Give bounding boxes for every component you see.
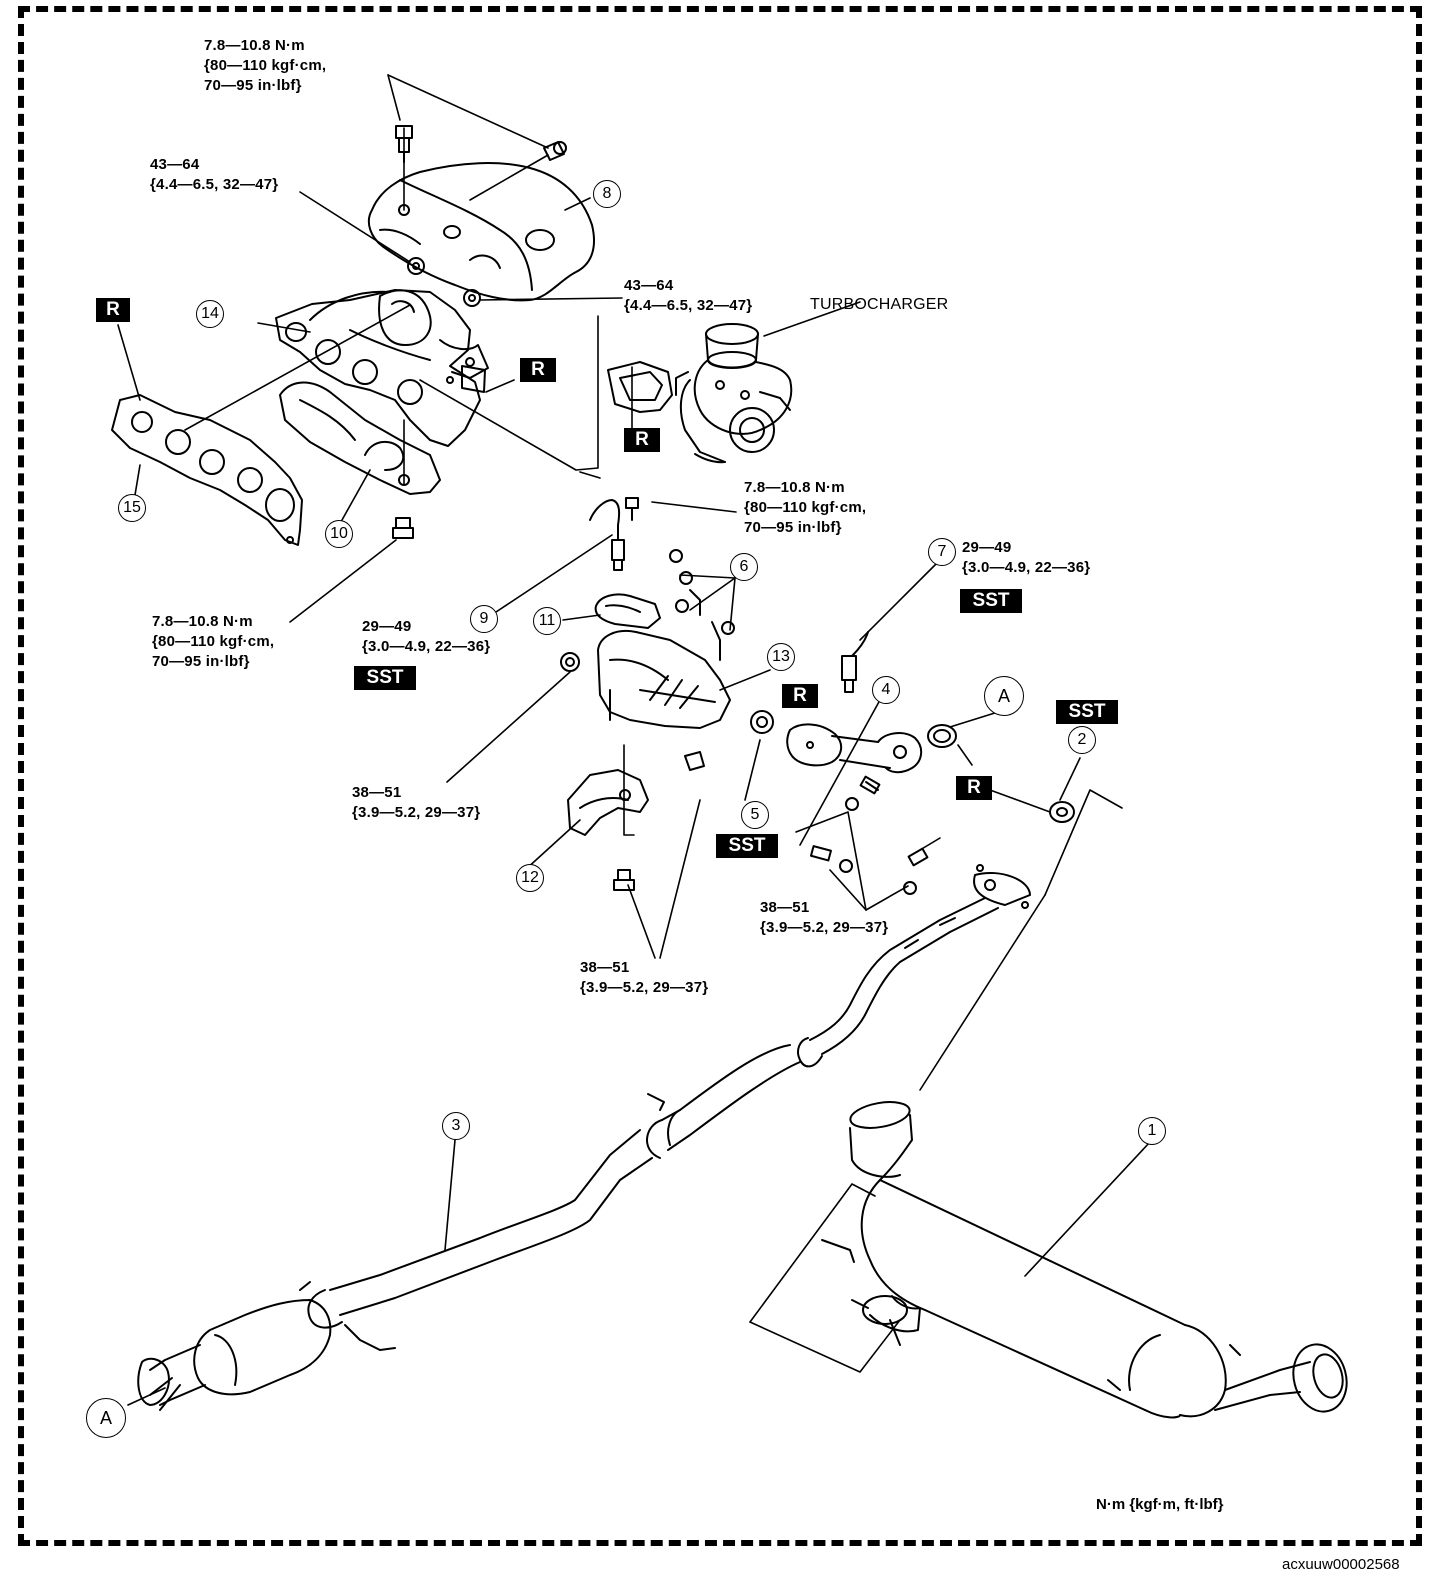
oxygen-sensor-9 <box>589 499 625 571</box>
gasket-15 <box>111 394 303 546</box>
callout-11: 11 <box>533 607 561 635</box>
sst-badge-gasket-5: SST <box>716 834 778 858</box>
turbocharger-label: TURBOCHARGER <box>810 296 949 313</box>
sst-badge-o2-sensor-7: SST <box>960 589 1022 613</box>
sst-badge-o2-sensor-9: SST <box>354 666 416 690</box>
callout-7: 7 <box>928 538 956 566</box>
middle-pipe-3 <box>299 864 1031 1351</box>
callout-9: 9 <box>470 605 498 633</box>
callout-5: 5 <box>741 801 769 829</box>
replace-badge-manifold-gasket: R <box>520 358 556 382</box>
callout-4: 4 <box>872 676 900 704</box>
bolt-9 <box>625 497 639 521</box>
bolt-top-2 <box>543 141 567 161</box>
replace-badge-turbo-gasket: R <box>624 428 660 452</box>
nut-2 <box>463 289 481 307</box>
sst-badge-gasket-2: SST <box>1056 700 1118 724</box>
exhaust-manifold <box>275 289 489 447</box>
torque-spec-bracket-bolt: 38—51 {3.9—5.2, 29—37} <box>580 959 709 996</box>
gasket-5 <box>750 710 774 734</box>
callout-1: 1 <box>1138 1117 1166 1145</box>
torque-spec-front-pipe-nut: 38—51 {3.9—5.2, 29—37} <box>760 899 889 936</box>
nut-1 <box>407 257 425 275</box>
reference-mark-a-top: A <box>984 676 1024 716</box>
callout-14: 14 <box>196 300 224 328</box>
callout-2: 2 <box>1068 726 1096 754</box>
turbocharger <box>675 323 793 464</box>
nuts-6 <box>669 549 735 661</box>
callout-15: 15 <box>118 494 146 522</box>
callout-12: 12 <box>516 864 544 892</box>
torque-spec-o2-sensor-9: 29—49 {3.0—4.9, 22—36} <box>362 618 491 655</box>
reference-mark-a-bottom: A <box>86 1398 126 1438</box>
heat-insulator-8 <box>367 162 595 302</box>
torque-spec-converter-nut: 38—51 {3.9—5.2, 29—37} <box>352 784 481 821</box>
figure-code: acxuuw00002568 <box>1282 1556 1400 1573</box>
torque-spec-manifold-nut-2: 43—64 {4.4—6.5, 32—47} <box>624 277 753 314</box>
torque-spec-top: 7.8—10.8 N·m {80—110 kgf·cm, 70—95 in·lb… <box>204 37 327 94</box>
gasket-a <box>927 724 957 748</box>
replace-badge-gasket-a: R <box>956 776 992 800</box>
dashed-border <box>18 6 1422 1546</box>
leader-lines <box>117 74 1151 1406</box>
replace-badge-gasket-5: R <box>782 684 818 708</box>
callout-8: 8 <box>593 180 621 208</box>
bracket-12 <box>567 751 705 891</box>
callout-6: 6 <box>730 553 758 581</box>
torque-spec-insulator-bolt: 7.8—10.8 N·m {80—110 kgf·cm, 70—95 in·lb… <box>152 613 275 670</box>
units-note: N·m {kgf·m, ft·lbf} <box>1096 1496 1224 1513</box>
replace-badge-gasket-15: R <box>96 298 130 322</box>
gasket-2 <box>1049 801 1075 823</box>
heat-insulator-11 <box>594 593 661 629</box>
bolt-top-1 <box>395 125 413 163</box>
torque-spec-o2-sensor-7: 29—49 {3.0—4.9, 22—36} <box>962 539 1091 576</box>
main-silencer-1 <box>821 1101 1348 1419</box>
front-catalyst <box>137 1299 332 1411</box>
bolt-10 <box>392 517 414 539</box>
callout-10: 10 <box>325 520 353 548</box>
oxygen-sensor-7 <box>841 631 869 693</box>
front-pipe-4 <box>786 723 923 774</box>
callout-3: 3 <box>442 1112 470 1140</box>
turbo-gasket <box>607 361 673 413</box>
catalytic-converter-13 <box>560 630 731 729</box>
torque-spec-manifold-nut: 43—64 {4.4—6.5, 32—47} <box>150 156 279 193</box>
small-gasket-r <box>461 365 486 393</box>
callout-13: 13 <box>767 643 795 671</box>
torque-spec-o2-sensor-bolt: 7.8—10.8 N·m {80—110 kgf·cm, 70—95 in·lb… <box>744 479 867 536</box>
heat-insulator-10 <box>279 381 441 495</box>
stud-bolts <box>809 775 929 895</box>
